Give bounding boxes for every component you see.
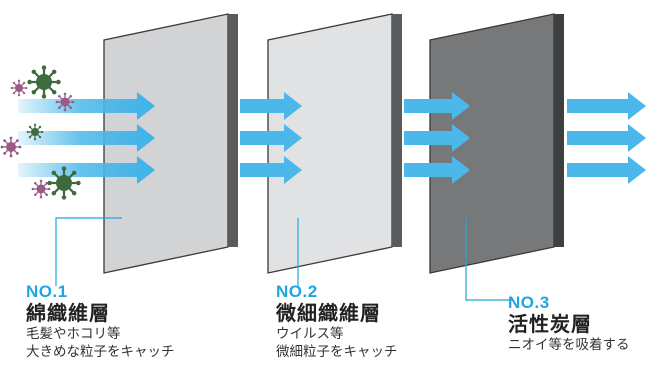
- virus-icon-1: [10, 79, 28, 97]
- filter-desc-1a: 毛髪やホコリ等: [26, 326, 121, 342]
- filter-panel-2: [267, 13, 402, 274]
- virus-icon-4: [0, 136, 22, 158]
- airflow-arrow-1: [18, 92, 155, 120]
- airflow-arrow-6: [240, 156, 302, 184]
- airflow-arrow-10: [567, 92, 646, 120]
- airflow-arrow-5: [240, 124, 302, 152]
- filter-name-3: 活性炭層: [508, 312, 592, 336]
- virus-particles: [0, 65, 81, 200]
- filter-desc-3a: ニオイ等を吸着する: [508, 337, 630, 353]
- filter-panel-3: [429, 13, 564, 274]
- leader-line-3: [465, 218, 512, 301]
- filter-name-2: 微細織維層: [276, 301, 381, 325]
- filter-number-2: NO.2: [276, 282, 318, 301]
- filter-desc-2b: 微細粒子をキャッチ: [276, 343, 398, 360]
- airflow-arrow-7: [404, 92, 470, 120]
- virus-icon-7: [47, 166, 81, 200]
- leader-line-1: [55, 217, 122, 286]
- filter-name-1: 綿織維層: [26, 301, 110, 325]
- airflow-arrows: [18, 92, 646, 184]
- virus-icon-6: [31, 179, 51, 199]
- filter-label-2: NO.2 微細織維層 ウイルス等 微細粒子をキャッチ: [276, 283, 398, 359]
- airflow-arrow-3: [18, 156, 155, 184]
- airflow-arrow-8: [404, 124, 470, 152]
- filter-desc-1b: 大きめな粒子をキャッチ: [26, 343, 175, 360]
- filter-label-1: NO.1 綿織維層 毛髪やホコリ等 大きめな粒子をキャッチ: [26, 283, 175, 359]
- airflow-arrow-12: [567, 156, 646, 184]
- filter-desc-2a: ウイルス等: [276, 326, 344, 342]
- virus-icon-3: [55, 92, 75, 112]
- filter-number-1: NO.1: [26, 282, 68, 301]
- airflow-arrow-11: [567, 124, 646, 152]
- virus-icon-5: [26, 123, 44, 141]
- airflow-arrow-4: [240, 92, 302, 120]
- filter-number-3: NO.3: [508, 293, 550, 312]
- virus-icon-2: [27, 65, 61, 99]
- filter-label-3: NO.3 活性炭層 ニオイ等を吸着する: [508, 294, 630, 353]
- airflow-arrow-9: [404, 156, 470, 184]
- airflow-arrow-2: [18, 124, 155, 152]
- leader-lines: [55, 217, 512, 301]
- filter-panel-1: [103, 13, 238, 274]
